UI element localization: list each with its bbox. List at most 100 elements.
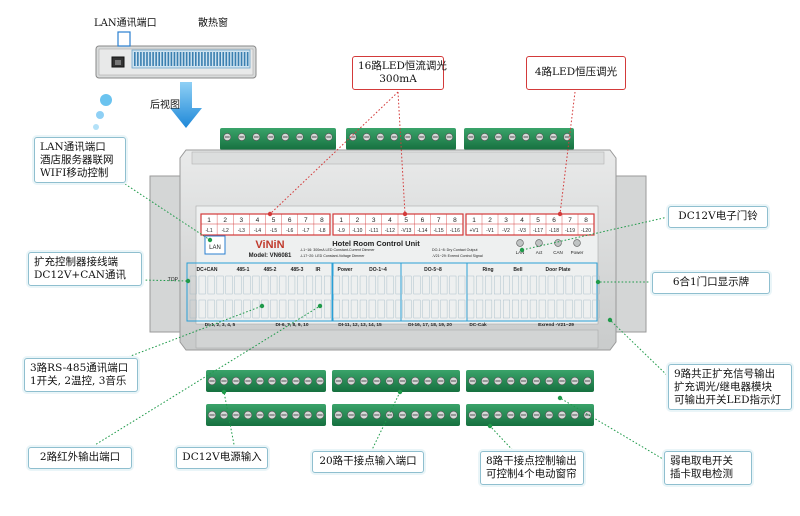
heatsink-slot [155, 52, 157, 66]
pin-cell [225, 299, 233, 319]
heatsink-slot [213, 52, 215, 66]
indicator-led [516, 239, 524, 247]
pin-cell [565, 275, 573, 295]
pin-cell [306, 275, 314, 295]
top-marker: TOP [168, 277, 179, 283]
pin-cell [341, 299, 349, 319]
pin-cell [270, 275, 278, 295]
channel-number: 8 [584, 217, 588, 224]
heatsink-slot [134, 52, 136, 66]
heatsink-label: 散热窗 [198, 18, 228, 29]
spec-note: DO-1~8: Dry Contact Output [432, 248, 477, 252]
pin-cell [386, 275, 394, 295]
channel-label: -L3 [238, 228, 245, 234]
heatsink-slot [170, 52, 173, 66]
channel-label: -L14 [417, 228, 427, 234]
heatsink-slot [219, 52, 221, 66]
pin-cell [431, 275, 439, 295]
port-group-label: 485-2 [264, 267, 277, 273]
pin-cell [243, 275, 251, 295]
pin-cell [494, 299, 501, 319]
pin-cell [422, 275, 430, 295]
heatsink-slot [188, 52, 191, 66]
pin-cell [368, 275, 376, 295]
channel-boxes: 1-L12-L23-L34-L45-L56-L67-L78-L81-L92-L1… [200, 213, 595, 236]
channel-label: -V3 [518, 228, 526, 234]
pin-cell [574, 299, 582, 319]
callout-dc12v-doorbell: DC12V电子门铃 [668, 206, 768, 228]
pin-cell [476, 299, 484, 319]
pin-cell [243, 299, 251, 319]
channel-label: -L1 [205, 228, 212, 234]
rear-view-label: 后视图 [150, 100, 180, 111]
channel-label: -V2 [502, 228, 510, 234]
brand-logo: ViNiN [255, 239, 284, 251]
heatsink-slot [231, 52, 234, 66]
channel-number: 7 [304, 217, 308, 224]
pin-cell [198, 299, 206, 319]
heatsink-slot [201, 52, 203, 66]
pin-cell [485, 299, 493, 319]
channel-label: -L19 [565, 228, 575, 234]
channel-number: 8 [453, 217, 457, 224]
callout-card-detect: 弱电取电开关插卡取电检测 [664, 451, 752, 485]
top-terminals [220, 128, 574, 150]
port-group-label: Ring [482, 267, 493, 273]
channel-number: 7 [568, 217, 572, 224]
pin-cell [512, 275, 519, 295]
pin-cell [297, 299, 305, 319]
callout-dry-contact-output: 8路干接点控制输出可控制4个电动窗帘 [480, 451, 584, 485]
indicator-led [554, 239, 562, 247]
pin-cell [512, 299, 519, 319]
heatsink-slot [225, 52, 228, 66]
port-group-label: DO-1~4 [369, 267, 387, 273]
indicator-label: CAN [553, 250, 563, 255]
pin-cell [467, 299, 475, 319]
pin-cell [288, 299, 296, 319]
pin-cell [538, 275, 546, 295]
pin-cell [556, 299, 564, 319]
channel-label: -L6 [286, 228, 293, 234]
port-group-label: 485-3 [291, 267, 304, 273]
channel-number: 2 [223, 217, 227, 224]
pin-cell [261, 275, 269, 295]
channel-label: -L18 [549, 228, 559, 234]
channel-label: -V1 [486, 228, 494, 234]
pin-cell [520, 299, 528, 319]
pin-cell [458, 299, 466, 319]
port-group-sublabel: Exrend -V21~29 [538, 322, 574, 328]
pin-cell [592, 299, 600, 319]
pin-cell [252, 299, 260, 319]
heatsink-slot [176, 52, 179, 66]
pin-cell [386, 299, 394, 319]
pin-cell [547, 275, 555, 295]
pin-cell [485, 275, 493, 295]
pin-cell [592, 275, 600, 295]
pin-cell [359, 275, 367, 295]
pin-cell [565, 299, 573, 319]
pin-cell [377, 299, 385, 319]
pin-cell [270, 299, 278, 319]
channel-number: 5 [272, 217, 276, 224]
heatsink-slot [228, 52, 231, 66]
pin-cell [404, 275, 412, 295]
pin-cell [583, 299, 591, 319]
channel-number: 3 [504, 217, 508, 224]
pin-cell [324, 299, 331, 319]
heatsink-slot [204, 52, 206, 66]
pin-cell [431, 299, 439, 319]
callout-dry-contact-input: 20路干接点输入端口 [312, 451, 424, 473]
lan-socket-label: LAN [209, 245, 221, 251]
pin-cell [341, 275, 349, 295]
pin-cell [234, 275, 242, 295]
pin-cell [207, 275, 215, 295]
channel-number: 8 [320, 217, 324, 224]
channel-label: -L9 [338, 228, 345, 234]
heatsink-slot [152, 52, 154, 66]
callout-ir-output: 2路红外输出端口 [28, 447, 132, 469]
indicator-label: LAN [516, 250, 525, 255]
spec-note: -L1~16: 300mA LED Constant-Current Dimme… [300, 248, 375, 252]
heatsink-slot [182, 52, 185, 66]
